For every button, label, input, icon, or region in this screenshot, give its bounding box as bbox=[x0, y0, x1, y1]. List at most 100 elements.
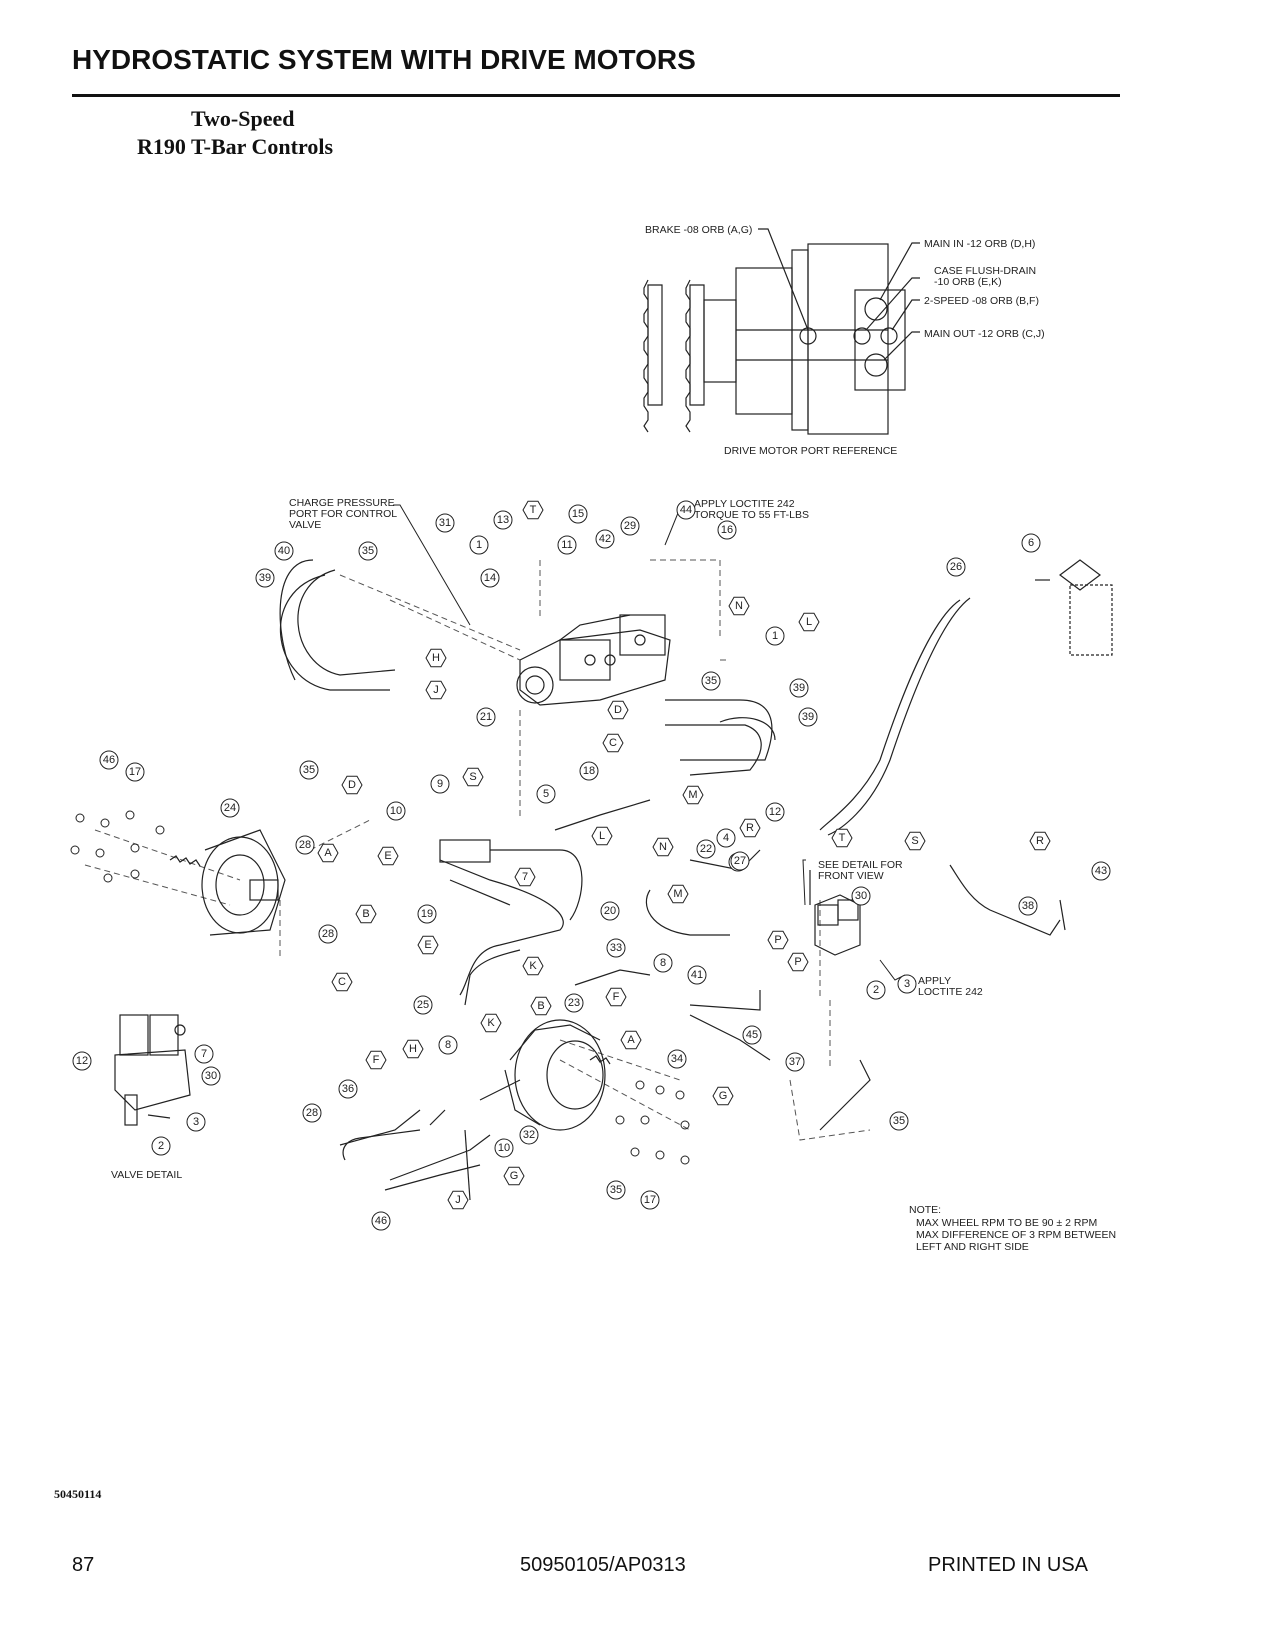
callout-hex-text: C bbox=[338, 976, 346, 988]
callout-circle-shape bbox=[676, 500, 696, 520]
callout-circle-shape bbox=[358, 541, 378, 561]
callout-circle-text: 39 bbox=[802, 711, 814, 723]
callout-circle-40: 40 bbox=[274, 541, 294, 561]
callout-circle-text: 38 bbox=[1022, 900, 1034, 912]
annotation-leaders bbox=[393, 504, 906, 981]
callout-hex-text: E bbox=[384, 850, 391, 862]
callout-circle-text: 3 bbox=[193, 1116, 199, 1128]
callout-hex-shape bbox=[462, 767, 484, 787]
callout-circle-30: 30 bbox=[201, 1066, 221, 1086]
callout-circle-shape bbox=[318, 924, 338, 944]
see-detail-label-1: SEE DETAIL FOR bbox=[818, 859, 903, 871]
two-speed-port bbox=[880, 327, 898, 345]
callout-hex-A: A bbox=[620, 1030, 642, 1050]
callout-circle-28: 28 bbox=[295, 835, 315, 855]
callout-hex-R: R bbox=[1029, 831, 1051, 851]
callout-circle-26: 26 bbox=[946, 557, 966, 577]
callout-hex-text: P bbox=[794, 956, 801, 968]
callout-hex-D: D bbox=[341, 775, 363, 795]
callout-hex-G: G bbox=[712, 1086, 734, 1106]
callout-circle-text: 10 bbox=[390, 805, 402, 817]
left-drive-motor bbox=[169, 829, 286, 936]
callout-hex-shape bbox=[620, 1030, 642, 1050]
callout-circle-shape bbox=[1018, 896, 1038, 916]
callout-hex-P: P bbox=[787, 952, 809, 972]
callout-hex-L: L bbox=[798, 612, 820, 632]
callout-circle-42: 42 bbox=[595, 529, 615, 549]
callout-circle-text: 40 bbox=[278, 545, 290, 557]
callout-circle-text: 17 bbox=[644, 1194, 656, 1206]
callout-hex-J: J bbox=[425, 680, 447, 700]
callout-circle-39: 39 bbox=[789, 678, 809, 698]
callout-circle-45: 45 bbox=[742, 1025, 762, 1045]
callout-circle-shape bbox=[742, 1025, 762, 1045]
callout-circle-29: 29 bbox=[620, 516, 640, 536]
callout-circle-text: 9 bbox=[437, 778, 443, 790]
callout-hex-shape bbox=[425, 680, 447, 700]
callout-hex-text: T bbox=[530, 504, 537, 516]
left-motor-bolts bbox=[70, 810, 165, 883]
callout-circle-shape bbox=[653, 953, 673, 973]
callout-circle-14: 14 bbox=[480, 568, 500, 588]
callout-circle-10: 10 bbox=[386, 801, 406, 821]
callout-hex-shape bbox=[607, 700, 629, 720]
motor-flange bbox=[791, 249, 809, 431]
callout-circle-text: 27 bbox=[734, 855, 746, 867]
callout-circle-5: 5 bbox=[536, 784, 556, 804]
charge-pressure-label-2: PORT FOR CONTROL bbox=[289, 508, 397, 520]
callout-circle-text: 18 bbox=[583, 765, 595, 777]
callout-circle-shape bbox=[716, 828, 736, 848]
callout-circle-shape bbox=[579, 761, 599, 781]
charge-pressure-label-1: CHARGE PRESSURE bbox=[289, 497, 395, 509]
callout-circle-shape bbox=[557, 535, 577, 555]
callout-hex-C: C bbox=[331, 972, 353, 992]
callout-hex-text: M bbox=[673, 888, 682, 900]
callout-circle-text: 4 bbox=[723, 832, 729, 844]
callout-hex-L: L bbox=[591, 826, 613, 846]
charge-pressure-label-3: VALVE bbox=[289, 519, 321, 531]
loctite-label-2: LOCTITE 242 bbox=[918, 986, 983, 998]
callout-circle-shape bbox=[302, 1103, 322, 1123]
callout-hex-shape bbox=[522, 500, 544, 520]
callout-circle-text: 14 bbox=[484, 572, 496, 584]
callout-circle-shape bbox=[946, 557, 966, 577]
callout-circle-shape bbox=[186, 1112, 206, 1132]
callout-circle-shape bbox=[897, 974, 917, 994]
callout-hex-shape bbox=[447, 1190, 469, 1210]
main-in-label: MAIN IN -12 ORB (D,H) bbox=[924, 238, 1035, 250]
callout-circle-28: 28 bbox=[302, 1103, 322, 1123]
callout-circle-text: 5 bbox=[543, 788, 549, 800]
callout-hex-M: M bbox=[667, 884, 689, 904]
callout-circle-1: 1 bbox=[765, 626, 785, 646]
callout-hex-text: K bbox=[487, 1017, 495, 1029]
callout-circle-shape bbox=[620, 516, 640, 536]
callout-hex-shape bbox=[355, 904, 377, 924]
note-line-2: MAX DIFFERENCE OF 3 RPM BETWEEN bbox=[916, 1229, 1116, 1241]
callout-hex-text: P bbox=[774, 934, 781, 946]
callout-circle-35: 35 bbox=[358, 541, 378, 561]
callout-hex-C: C bbox=[602, 733, 624, 753]
callout-circle-31: 31 bbox=[435, 513, 455, 533]
callout-circle-text: 43 bbox=[1095, 865, 1107, 877]
callout-circle-39: 39 bbox=[255, 568, 275, 588]
callout-circle-12: 12 bbox=[72, 1051, 92, 1071]
callout-circle-9: 9 bbox=[430, 774, 450, 794]
callout-hex-shape bbox=[417, 935, 439, 955]
callout-hex-text: H bbox=[409, 1043, 417, 1055]
callout-circle-shape bbox=[519, 1125, 539, 1145]
main-out-label: MAIN OUT -12 ORB (C,J) bbox=[924, 328, 1045, 340]
callout-hex-S: S bbox=[904, 831, 926, 851]
callout-hex-shape bbox=[1029, 831, 1051, 851]
callout-circle-text: 33 bbox=[610, 942, 622, 954]
callout-circle-shape bbox=[696, 839, 716, 859]
callout-circle-text: 32 bbox=[523, 1129, 535, 1141]
callout-circle-34: 34 bbox=[667, 1049, 687, 1069]
callout-hex-text: S bbox=[911, 835, 918, 847]
callout-circle-shape bbox=[255, 568, 275, 588]
title-rule bbox=[72, 94, 1120, 97]
note-line-3: LEFT AND RIGHT SIDE bbox=[916, 1241, 1029, 1253]
callout-circle-text: 35 bbox=[362, 545, 374, 557]
callout-circle-text: 36 bbox=[342, 1083, 354, 1095]
